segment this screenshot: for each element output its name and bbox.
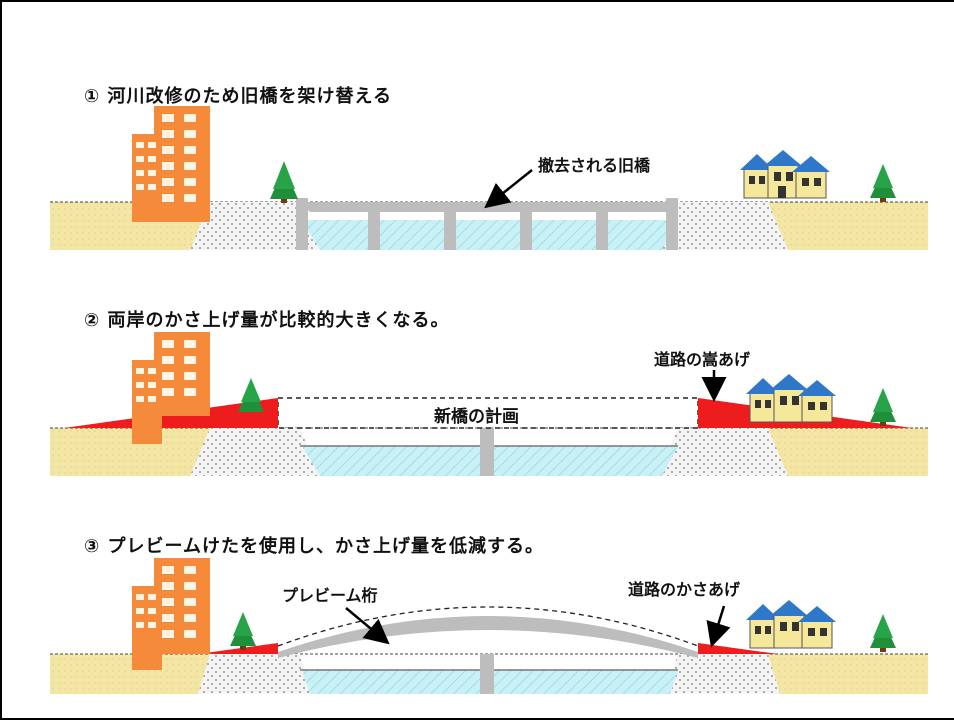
ground-left [50, 654, 210, 694]
pier [480, 654, 494, 694]
step-2-heading: ② 両岸のかさ上げ量が比較的大きくなる。 [84, 310, 450, 331]
tree-icon [230, 612, 256, 650]
houses-icon [746, 374, 836, 423]
tree-icon [238, 378, 264, 412]
apartment-building-icon [132, 558, 210, 670]
road-raise-label: 道路のかさあげ [628, 580, 741, 599]
ground-right [768, 202, 928, 250]
section-1 [50, 106, 928, 250]
prebeam-girder [278, 616, 698, 658]
embankment-right [658, 202, 788, 250]
old-bridge [296, 198, 678, 250]
apartment-building-icon [132, 332, 210, 444]
houses-icon [746, 600, 836, 649]
section-2 [50, 332, 928, 476]
old-bridge-label: 撤去される旧橋 [538, 156, 651, 175]
tree-icon [870, 164, 896, 202]
step-1-heading: ① 河川改修のため旧橋を架け替える [84, 86, 392, 107]
road-raise-left [198, 643, 278, 654]
tree-icon [870, 614, 896, 652]
step-3-heading: ③ プレビームけたを使用し、かさ上げ量を低減する。 [84, 536, 544, 557]
road-raise-label: 道路の嵩あげ [654, 350, 751, 369]
houses-icon [740, 150, 830, 199]
apartment-building-icon [132, 106, 210, 222]
new-bridge-plan-label: 新橋の計画 [434, 407, 519, 427]
tree-icon [270, 161, 298, 203]
ground-right [768, 428, 928, 476]
pier [480, 428, 494, 476]
embankment-right [658, 428, 788, 476]
prebeam-girder-label: プレビーム桁 [282, 586, 378, 605]
section-3 [50, 558, 928, 694]
ground-left [50, 428, 210, 476]
embankment-left [190, 202, 320, 250]
embankment-left [190, 428, 320, 476]
ground-right [768, 654, 928, 694]
embankment-left [198, 654, 312, 694]
tree-icon [870, 388, 896, 426]
embankment-right [666, 654, 780, 694]
river-water [302, 220, 678, 250]
arrow-icon [484, 169, 533, 209]
arrow-icon [706, 605, 731, 648]
arrow-icon [345, 607, 390, 645]
